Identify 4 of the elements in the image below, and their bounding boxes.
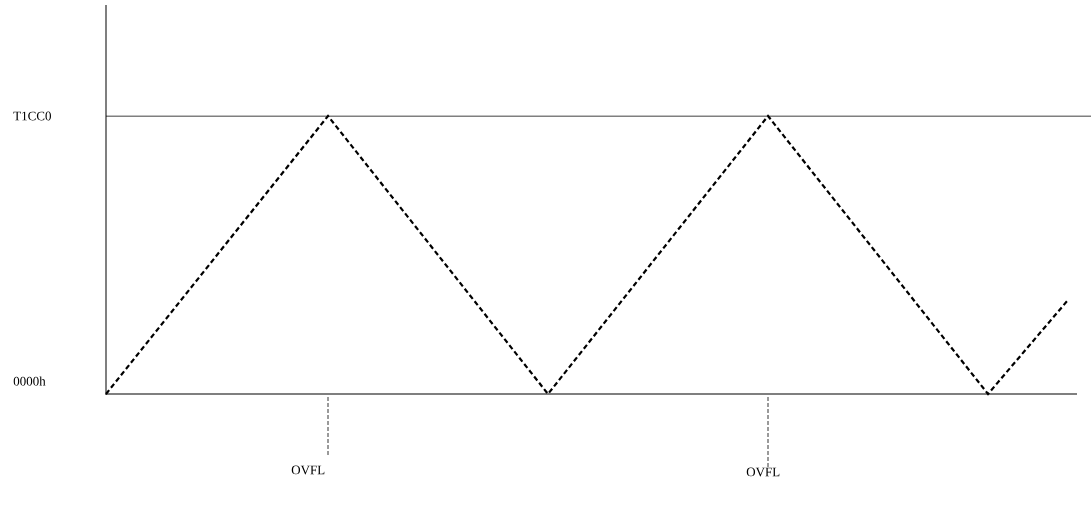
overflow-label: OVFL [291, 465, 325, 475]
overflow-label: OVFL [746, 467, 780, 477]
level-label: 0000h [13, 376, 46, 386]
level-label: T1CC0 [13, 111, 51, 121]
